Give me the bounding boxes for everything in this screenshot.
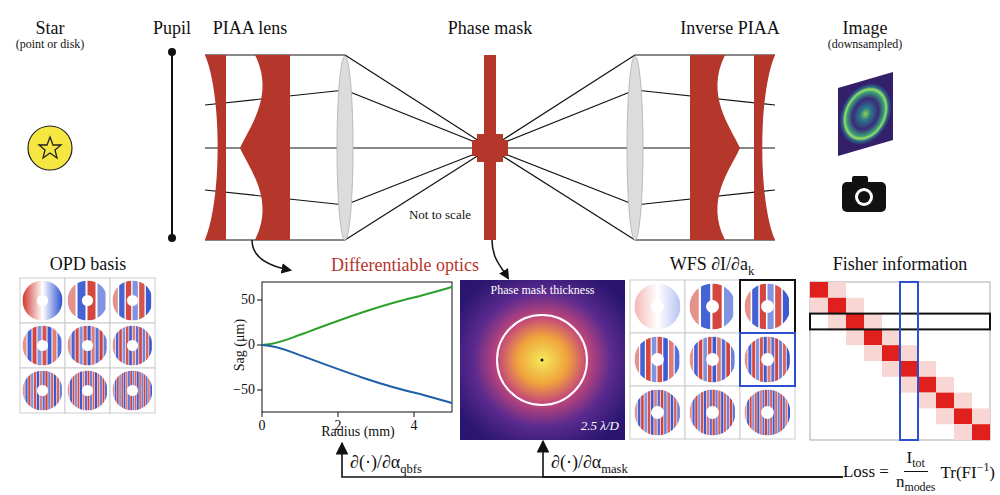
- part-label: Star: [36, 18, 65, 39]
- thickness-map: [460, 280, 625, 440]
- image-caption: 2.5 λ/D: [581, 419, 619, 434]
- sag-plot: [257, 282, 452, 417]
- tick-label: −50: [233, 382, 255, 398]
- formula-part: Tr(FI−1): [940, 461, 995, 482]
- formula-part: Loss =: [843, 462, 889, 482]
- edge-label: ∂(·)/∂αmask: [549, 452, 630, 476]
- thickness-panel: Phase mask thickness 2.5 λ/D: [460, 280, 625, 440]
- image-caption: Phase mask thickness: [491, 284, 595, 298]
- axis-label: Sag (μm): [232, 319, 248, 371]
- formula-part: Itot: [904, 448, 928, 472]
- formula-part: nmodes: [896, 472, 936, 495]
- edge-label: ∂(·)/∂αqbfs: [348, 452, 424, 476]
- piaa-lens: [205, 55, 290, 240]
- part-label: PIAA lens: [213, 18, 288, 39]
- part-label: WFS ∂I/∂ak: [670, 254, 755, 278]
- part-label: Image: [843, 18, 888, 39]
- tick-label: 0: [248, 337, 255, 353]
- camera-icon: [842, 176, 886, 212]
- axis-label: Radius (mm): [321, 424, 395, 440]
- part-label: OPD basis: [50, 254, 127, 275]
- image-frame: [838, 72, 893, 156]
- phase-mask-plate: [472, 55, 508, 240]
- part-label: Differentiable optics: [331, 255, 479, 276]
- part-label: Pupil: [153, 18, 191, 39]
- part-label: (downsampled): [828, 38, 903, 52]
- part-label: Inverse PIAA: [680, 18, 779, 39]
- tick-label: 50: [241, 292, 255, 308]
- part-label: Not to scale: [407, 208, 473, 223]
- inverse-piaa-lens: [690, 55, 775, 240]
- fraction: Itotnmodes: [896, 448, 936, 495]
- tick-label: 4: [411, 418, 418, 434]
- part-label: Phase mask: [448, 18, 533, 39]
- ray-lines: [205, 55, 775, 240]
- star-disk: [28, 126, 72, 170]
- part-label: Fisher information: [833, 254, 967, 275]
- gradient-arrow: [342, 443, 843, 477]
- sag-plot-panel: Sag (μm) Radius (mm): [228, 274, 456, 442]
- loss-formula: Loss = ItotnmodesTr(FI−1): [843, 448, 995, 495]
- part-label: (point or disk): [16, 38, 85, 52]
- gradient-arrow: [543, 441, 843, 477]
- tick-label: 0: [259, 418, 266, 434]
